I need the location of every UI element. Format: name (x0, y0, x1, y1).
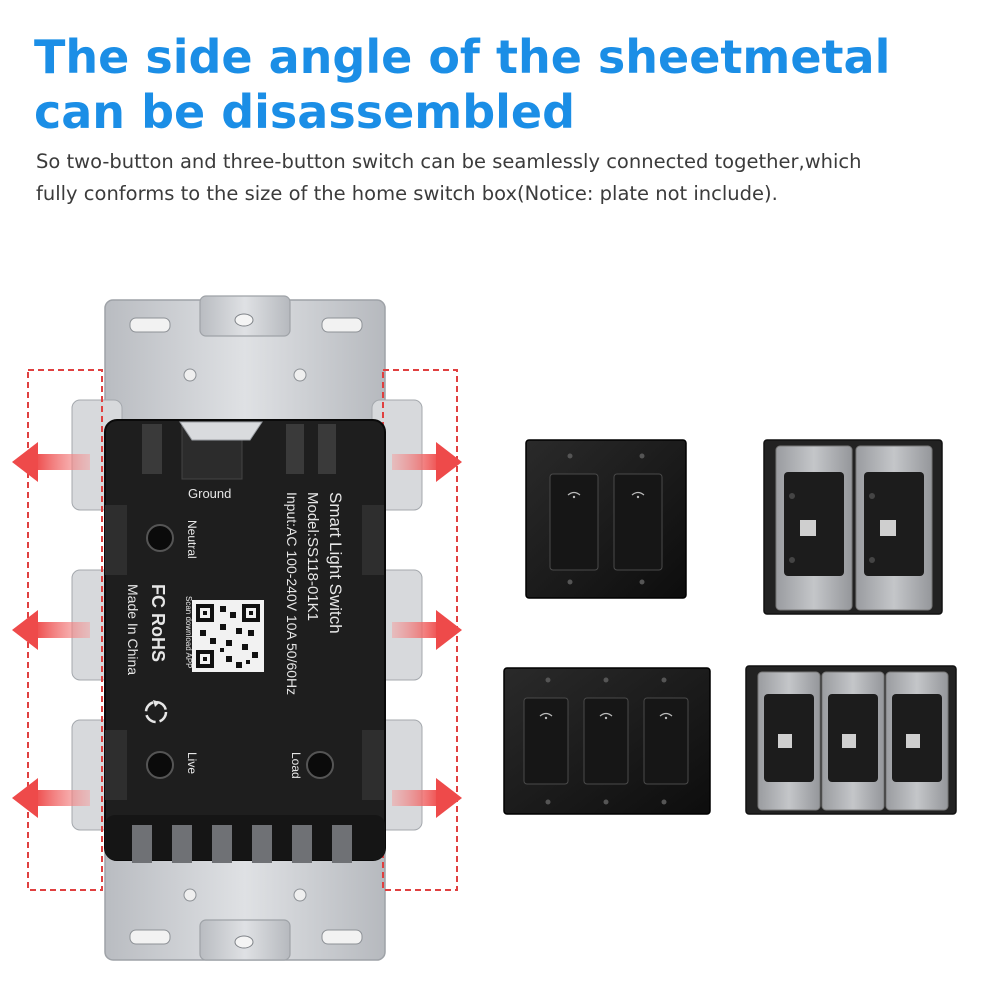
expand-arrow-icon (12, 610, 90, 650)
recycle-icon (144, 700, 168, 724)
wifi-icon (631, 491, 645, 499)
description: So two-button and three-button switch ca… (36, 146, 976, 210)
qr-code-icon (192, 600, 264, 672)
live-label: Live (185, 752, 199, 774)
expand-arrow-icon (392, 442, 462, 482)
double-switch-assembly (763, 439, 943, 615)
load-terminal-hole (306, 751, 334, 779)
model-label: Model:SS118-01K1 (304, 492, 321, 621)
rocker-button (613, 473, 663, 571)
expand-arrow-icon (12, 442, 90, 482)
rocker-button (549, 473, 599, 571)
live-terminal-hole (146, 751, 174, 779)
rocker-button (643, 697, 689, 785)
title-line-1: The side angle of the sheetmetal (34, 30, 891, 84)
wifi-icon (567, 491, 581, 499)
load-label: Load (289, 752, 303, 779)
left-expand-arrows (12, 442, 90, 818)
scan-app-label: Scan download APP (184, 596, 193, 669)
double-wall-plate (525, 439, 687, 599)
expand-arrow-icon (12, 778, 90, 818)
description-line-2: fully conforms to the size of the home s… (36, 182, 778, 205)
expand-arrow-icon (392, 610, 462, 650)
ground-label: Ground (188, 486, 231, 501)
expand-arrow-icon (392, 778, 462, 818)
rocker-button (583, 697, 629, 785)
product-name-label: Smart Light Switch (326, 492, 345, 634)
right-expand-arrows (392, 442, 462, 818)
page-title: The side angle of the sheetmetal can be … (34, 30, 974, 140)
wifi-icon (539, 712, 553, 720)
neutral-label: Neutral (185, 520, 199, 559)
title-line-2: can be disassembled (34, 85, 576, 139)
description-line-1: So two-button and three-button switch ca… (36, 150, 862, 173)
left-dashed-outline (27, 369, 103, 891)
input-label: Input:AC 100-240V 10A 50/60Hz (284, 492, 300, 695)
cert-label: FC RoHS (148, 584, 168, 662)
wifi-icon (599, 712, 613, 720)
triple-wall-plate (503, 667, 711, 815)
neutral-terminal-hole (146, 524, 174, 552)
triple-switch-assembly (745, 665, 957, 815)
origin-label: Made In China (125, 584, 141, 675)
wifi-icon (659, 712, 673, 720)
rocker-button (523, 697, 569, 785)
